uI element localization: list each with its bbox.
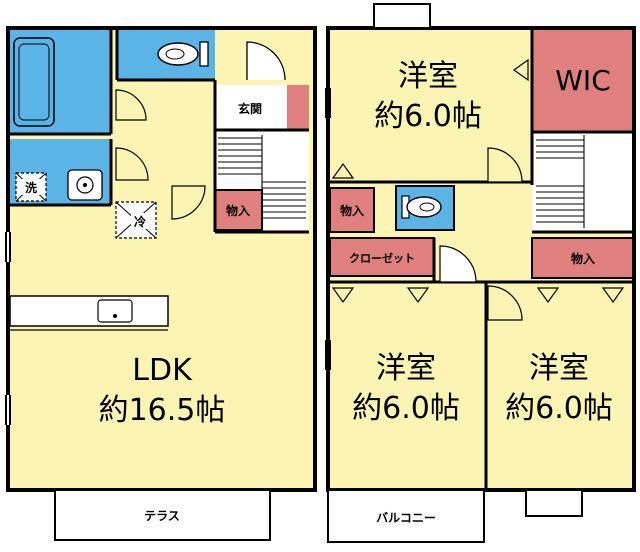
kitchen-counter [9,295,169,331]
second-floor: WIC 物入 クローゼット 物入 [325,3,636,543]
closet [329,237,435,277]
toilet-2f-icon [401,195,442,219]
balcony: バルコニー [327,489,485,543]
genkan-label: 玄関 [238,101,262,116]
bathtub-icon [13,37,55,127]
ldk-name: LDK [132,353,193,388]
bed-left-size: 約6.0帖 [352,391,460,426]
washing-machine-icon: 洗 [15,172,47,202]
wic-room [532,28,634,132]
bed-left-name: 洋室 [376,351,436,386]
fridge-label: 冷 [134,214,146,229]
balcony-label: バルコニー [376,511,436,525]
storage-2f-right [531,237,635,279]
bed-top-size: 約6.0帖 [374,99,482,134]
storage-2f-right-label: 物入 [571,251,595,266]
terrace-label: テラス [144,509,180,523]
bed-right-size: 約6.0帖 [505,391,613,426]
first-floor: 洗 冷 玄関 [5,26,317,541]
wic-label: WIC [555,64,611,97]
genkan [215,85,287,130]
refrigerator-icon: 冷 [115,201,157,239]
storage-1f-label: 物入 [226,203,250,218]
washer-label: 洗 [25,180,37,195]
ldk-size: 約16.5帖 [99,393,226,428]
bed-top-name: 洋室 [398,59,458,94]
storage-1f [214,189,263,231]
sink-icon [67,169,103,201]
terrace: テラス [54,489,271,541]
storage-2f-left-label: 物入 [340,203,364,218]
bed-right-name: 洋室 [529,351,589,386]
storage-2f-left [329,187,375,233]
stairs-2f [532,132,634,232]
closet-label: クローゼット [349,251,415,265]
toilet-icon [157,41,209,67]
